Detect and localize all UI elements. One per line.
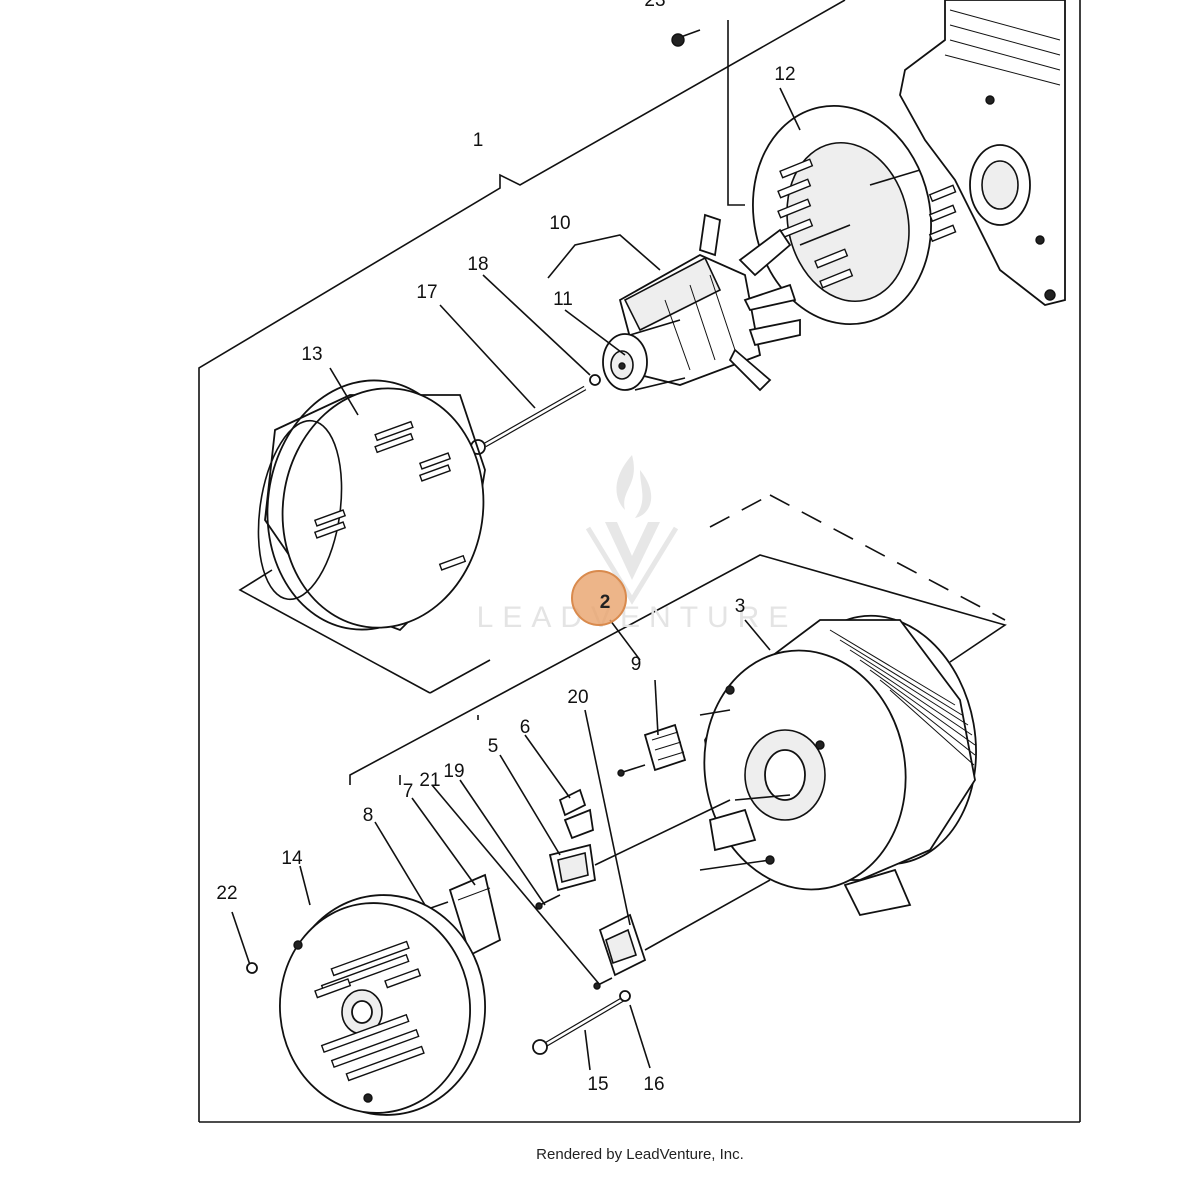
callout-17[interactable]: 17 bbox=[416, 282, 437, 303]
callout-14[interactable]: 14 bbox=[281, 848, 303, 869]
callout-16[interactable]: 16 bbox=[643, 1074, 664, 1095]
callout-19[interactable]: 19 bbox=[443, 761, 464, 782]
engine-block bbox=[899, 0, 1066, 306]
callout-18[interactable]: 18 bbox=[467, 254, 488, 275]
callout-8[interactable]: 8 bbox=[363, 805, 374, 826]
callout-21[interactable]: 21 bbox=[419, 770, 440, 791]
assembly-frame bbox=[198, 0, 1081, 1123]
brush-holder-5 bbox=[535, 799, 731, 910]
leadventure-flame-logo bbox=[585, 455, 679, 605]
through-bolt-17 bbox=[470, 385, 587, 455]
callout-22[interactable]: 22 bbox=[216, 883, 237, 904]
callout-6[interactable]: 6 bbox=[520, 717, 531, 738]
callout-2[interactable]: 2 bbox=[600, 592, 611, 613]
callout-15[interactable]: 15 bbox=[587, 1074, 608, 1095]
through-bolt-15 bbox=[532, 995, 627, 1055]
callout-12[interactable]: 12 bbox=[774, 64, 795, 85]
end-cover bbox=[279, 894, 486, 1116]
washer-16 bbox=[619, 990, 631, 1002]
callout-3[interactable]: 3 bbox=[735, 596, 746, 617]
callout-10[interactable]: 10 bbox=[549, 213, 570, 234]
cover-band bbox=[257, 379, 486, 632]
stator-bracket bbox=[238, 494, 1007, 785]
hotspot-highlight[interactable] bbox=[571, 570, 627, 626]
connector-20 bbox=[593, 879, 771, 990]
adapter-housing bbox=[752, 104, 957, 326]
callout-23[interactable]: 23 bbox=[644, 0, 665, 11]
terminal-block-9 bbox=[617, 723, 687, 777]
callout-13[interactable]: 13 bbox=[301, 344, 322, 365]
screw-22 bbox=[231, 911, 258, 974]
rectifier-7 bbox=[448, 873, 502, 957]
leader-lines bbox=[299, 29, 801, 1071]
callout-1[interactable]: 1 bbox=[473, 130, 484, 151]
callout-9[interactable]: 9 bbox=[631, 654, 642, 675]
callout-labels: 1 3 5 6 7 8 9 10 11 12 13 14 15 16 17 18… bbox=[216, 0, 795, 1095]
callout-5[interactable]: 5 bbox=[488, 736, 499, 757]
callout-11[interactable]: 11 bbox=[553, 289, 573, 310]
stator-frame bbox=[699, 614, 977, 917]
watermark-text: LEADVENTURE bbox=[477, 601, 798, 634]
brush-holder-6 bbox=[558, 788, 594, 840]
watermark: LEADVENTURE bbox=[477, 455, 798, 634]
callout-7[interactable]: 7 bbox=[403, 781, 414, 802]
hotspot-callout-2[interactable]: 2 bbox=[571, 570, 627, 626]
washer-18 bbox=[589, 374, 601, 386]
callout-20[interactable]: 20 bbox=[567, 687, 588, 708]
rotor-assembly bbox=[602, 213, 801, 392]
footer-credit: Rendered by LeadVenture, Inc. bbox=[536, 1146, 744, 1163]
